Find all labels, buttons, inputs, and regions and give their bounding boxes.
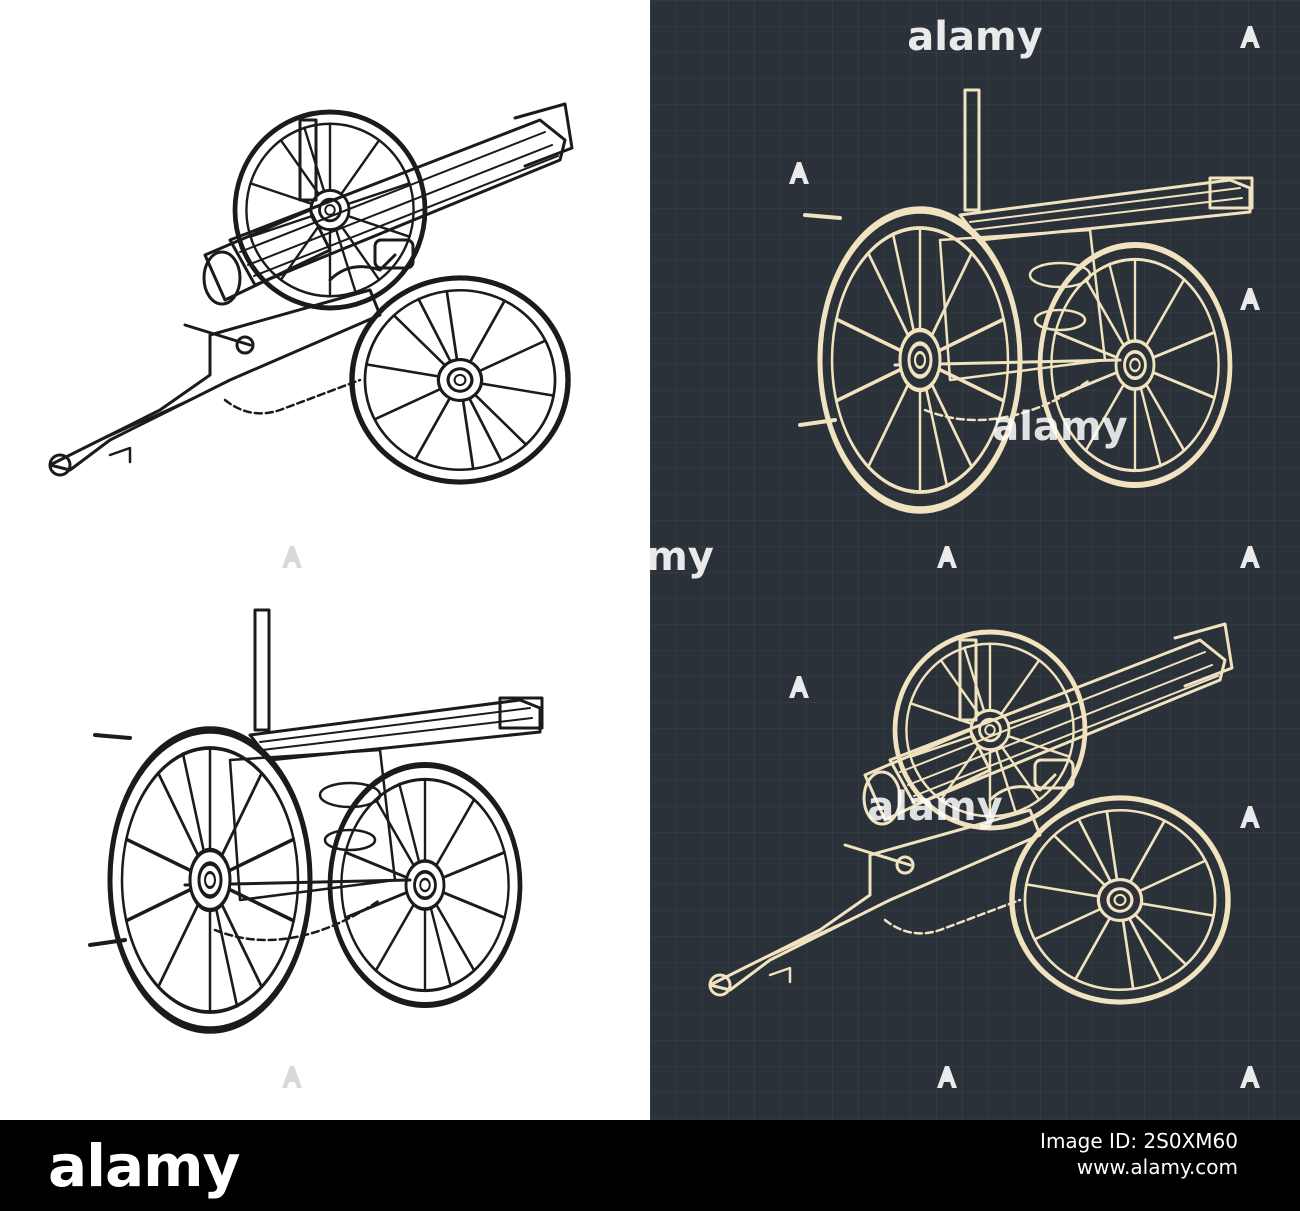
footer-brand-logo: alamy xyxy=(48,1132,240,1200)
white-panel xyxy=(0,0,650,1120)
watermark-center: alamy xyxy=(992,404,1127,450)
illustration-canvas: alamy alamy alamy my xyxy=(0,0,1300,1120)
footer-bar: alamy Image ID: 2S0XM60 www.alamy.com xyxy=(0,1120,1300,1211)
alamy-a-logo-icon xyxy=(1240,1066,1260,1088)
footer-url: www.alamy.com xyxy=(1076,1155,1238,1179)
footer-image-info: Image ID: 2S0XM60 www.alamy.com xyxy=(1040,1128,1238,1180)
alamy-a-logo-icon xyxy=(789,676,809,698)
alamy-a-logo-icon xyxy=(789,162,809,184)
alamy-a-logo-icon xyxy=(1240,288,1260,310)
alamy-a-logo-icon xyxy=(937,546,957,568)
watermark-top: alamy xyxy=(907,14,1042,60)
watermark-bottom: alamy xyxy=(867,784,1002,830)
alamy-a-logo-icon xyxy=(937,1066,957,1088)
blueprint-grid xyxy=(650,0,1300,1120)
alamy-a-logo-icon xyxy=(282,1066,302,1088)
alamy-a-logo-icon xyxy=(1240,806,1260,828)
alamy-a-logo-icon xyxy=(1240,26,1260,48)
alamy-a-logo-icon xyxy=(282,546,302,568)
alamy-a-logo-icon xyxy=(1240,546,1260,568)
watermarks: alamy alamy alamy my xyxy=(282,14,1260,1088)
footer-image-id: Image ID: 2S0XM60 xyxy=(1040,1129,1238,1153)
watermark-fragment: my xyxy=(646,534,714,580)
